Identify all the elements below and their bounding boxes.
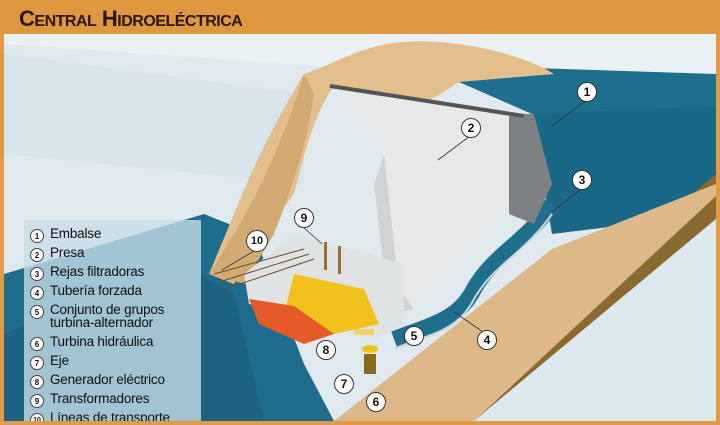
callout-10-power-lines: 10 bbox=[246, 230, 268, 252]
legend-item: 7 Eje bbox=[30, 354, 69, 370]
legend-label: Tubería forzada bbox=[50, 283, 142, 298]
legend-label: Eje bbox=[50, 353, 69, 368]
legend-number-badge: 3 bbox=[30, 267, 44, 281]
generator-hall-red bbox=[249, 299, 334, 344]
legend-number-badge: 10 bbox=[30, 413, 44, 421]
legend-item: 4 Tubería forzada bbox=[30, 284, 142, 300]
legend-label: Transformadores bbox=[50, 391, 150, 406]
legend-item: 2 Presa bbox=[30, 246, 84, 262]
legend-label: Generador eléctrico bbox=[50, 372, 165, 387]
penstock bbox=[391, 199, 559, 347]
legend-label: Turbina hidráulica bbox=[50, 334, 154, 349]
legend-label: Rejas filtradoras bbox=[50, 264, 145, 279]
legend-number-badge: 5 bbox=[30, 305, 44, 319]
callout-2-dam: 2 bbox=[461, 118, 481, 138]
legend-panel: 1 Embalse 2 Presa 3 Rejas filtradoras 4 Tube… bbox=[24, 220, 201, 421]
legend-item: 10 Líneas de transportede energía eléctri… bbox=[30, 411, 170, 421]
title-bar: CENTRAL HIDROELÉCTRICA bbox=[0, 0, 720, 34]
legend-item: 3 Rejas filtradoras bbox=[30, 265, 144, 281]
legend-number-badge: 9 bbox=[30, 394, 44, 408]
callout-9-transformers: 9 bbox=[294, 208, 314, 228]
callout-4-penstock: 4 bbox=[477, 330, 497, 350]
legend-label: Presa bbox=[50, 245, 85, 260]
legend-number-badge: 6 bbox=[30, 337, 44, 351]
callout-7-shaft: 7 bbox=[334, 374, 354, 394]
legend-label: Embalse bbox=[50, 226, 102, 241]
callout-8-generator: 8 bbox=[316, 340, 336, 360]
callout-3-trash-racks: 3 bbox=[572, 170, 592, 190]
legend-item: 1 Embalse bbox=[30, 227, 101, 243]
dam-presa bbox=[330, 86, 524, 309]
legend-number-badge: 8 bbox=[30, 375, 44, 389]
legend-label: Líneas de transportede energía eléctrica bbox=[50, 410, 170, 421]
legend-number-badge: 7 bbox=[30, 356, 44, 370]
callout-1-reservoir: 1 bbox=[577, 82, 597, 102]
legend-number-badge: 1 bbox=[30, 229, 44, 243]
page-title: CENTRAL HIDROELÉCTRICA bbox=[19, 6, 243, 31]
legend-number-badge: 2 bbox=[30, 248, 44, 262]
callout-5-turbine-alternator-set: 5 bbox=[404, 326, 424, 346]
callout-6-hydraulic-turbine: 6 bbox=[366, 392, 386, 412]
legend-item: 8 Generador eléctrico bbox=[30, 373, 165, 389]
legend-number-badge: 4 bbox=[30, 286, 44, 300]
legend-item: 9 Transformadores bbox=[30, 392, 149, 408]
legend-item: 6 Turbina hidráulica bbox=[30, 335, 153, 351]
